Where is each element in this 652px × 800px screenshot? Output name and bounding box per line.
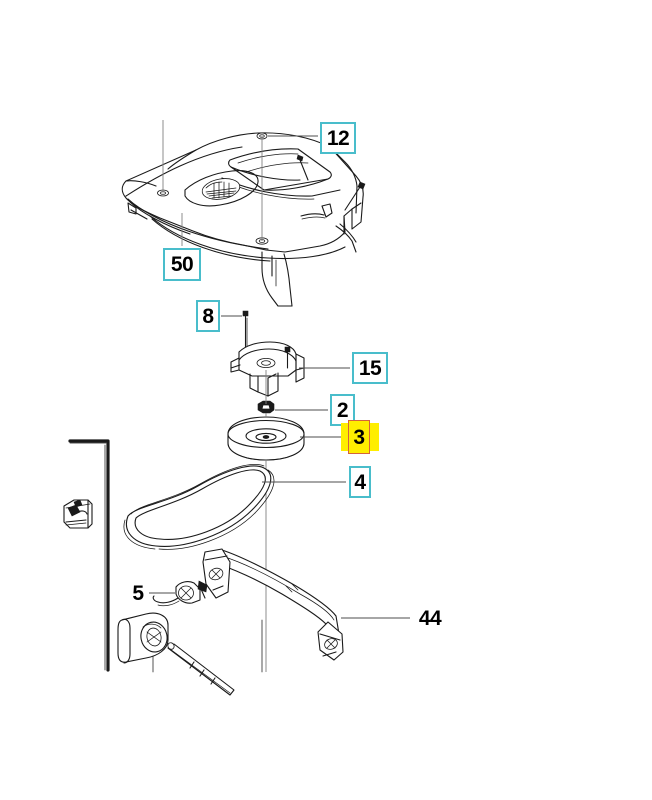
callout-5-label: 5 bbox=[132, 581, 144, 605]
lift-rod-bracket-part bbox=[202, 548, 344, 661]
callout-3[interactable]: 3 bbox=[348, 420, 370, 454]
assembly-axis-lines bbox=[162, 120, 263, 241]
bushing-part bbox=[117, 612, 169, 664]
callout-15[interactable]: 15 bbox=[352, 352, 388, 384]
callout-44[interactable]: 44 bbox=[414, 605, 446, 631]
callout-4[interactable]: 4 bbox=[349, 466, 371, 498]
idler-bracket-part bbox=[230, 341, 305, 397]
callout-4-label: 4 bbox=[354, 470, 366, 494]
drive-belt-part bbox=[123, 464, 275, 550]
leader-lines bbox=[149, 135, 410, 619]
idler-pulley-part bbox=[227, 416, 305, 461]
callout-44-label: 44 bbox=[418, 606, 442, 630]
callout-15-label: 15 bbox=[358, 356, 382, 380]
hood-screws bbox=[296, 154, 366, 211]
lock-nut-part bbox=[257, 400, 275, 414]
screw-8-part bbox=[242, 310, 249, 349]
hood-cover-part bbox=[121, 132, 364, 307]
callout-50-label: 50 bbox=[170, 253, 194, 276]
callout-5[interactable]: 5 bbox=[129, 580, 147, 606]
callout-50[interactable]: 50 bbox=[163, 248, 201, 281]
hood-emblem bbox=[184, 170, 259, 207]
spring-clip-part bbox=[152, 580, 208, 607]
shaft-pin-part bbox=[167, 642, 235, 696]
callout-2-label: 2 bbox=[336, 398, 349, 422]
frame-outline bbox=[68, 439, 110, 672]
small-bracket-part bbox=[63, 499, 93, 529]
callout-8[interactable]: 8 bbox=[196, 300, 220, 332]
callout-3-label: 3 bbox=[353, 425, 365, 449]
callout-12[interactable]: 12 bbox=[320, 122, 356, 154]
callout-12-label: 12 bbox=[326, 126, 350, 150]
callout-8-label: 8 bbox=[202, 304, 214, 328]
